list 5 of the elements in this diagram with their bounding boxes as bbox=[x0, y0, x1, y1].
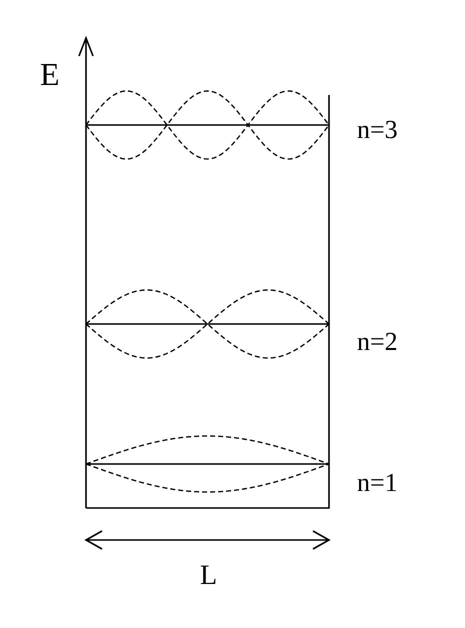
length-label: L bbox=[200, 562, 218, 590]
level-label: n=2 bbox=[357, 329, 398, 355]
level-label: n=1 bbox=[357, 470, 398, 496]
axis-label: E bbox=[40, 58, 60, 90]
level-label: n=3 bbox=[357, 117, 398, 143]
